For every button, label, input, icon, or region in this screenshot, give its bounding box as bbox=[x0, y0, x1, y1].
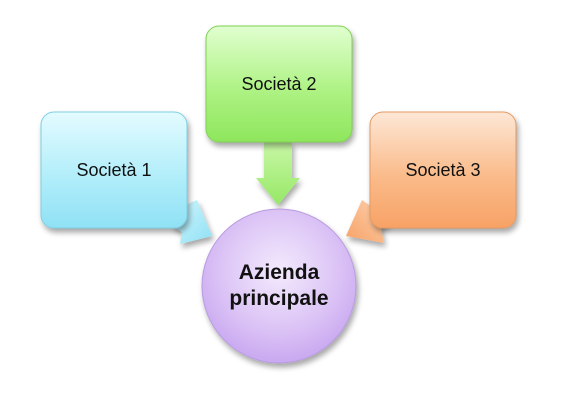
node-societa2-box bbox=[205, 25, 353, 143]
node-societa3-box bbox=[369, 111, 517, 229]
node-societa1-box bbox=[40, 111, 188, 229]
node-center-circle bbox=[201, 208, 357, 364]
arrow-societa3-to-center bbox=[346, 200, 390, 243]
arrow-societa2-to-center bbox=[256, 142, 300, 205]
